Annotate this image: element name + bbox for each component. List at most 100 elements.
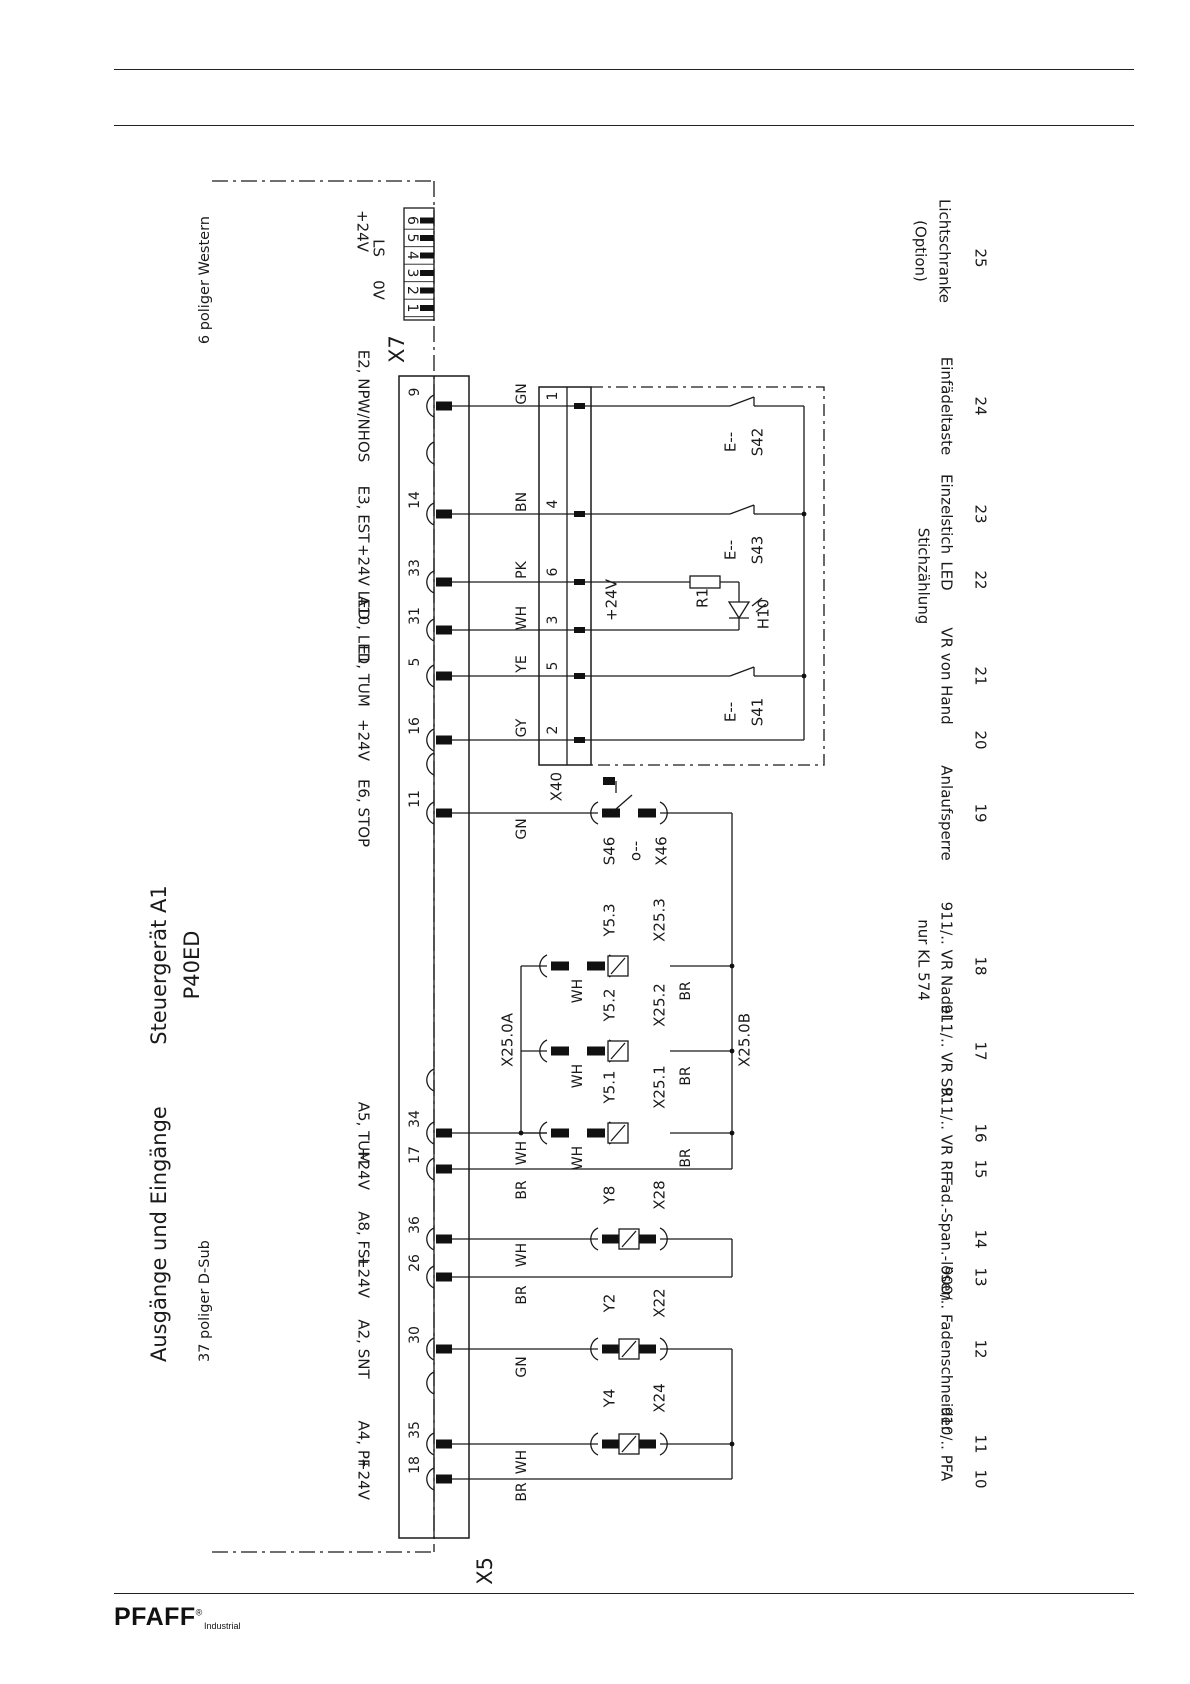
wire-color-label: BR xyxy=(514,1180,530,1200)
x5-terminal-cup xyxy=(426,728,435,752)
x5-pin-number: 14 xyxy=(407,491,423,509)
x5-terminal-cup xyxy=(426,618,435,642)
wire-color-label: WH xyxy=(570,1064,586,1088)
x5-terminal-pin xyxy=(436,1128,452,1138)
function-label: 911/.. VR Nadel xyxy=(938,902,956,1019)
wire-color-label: WH xyxy=(514,1450,530,1474)
x5-pin-number: 30 xyxy=(407,1326,423,1344)
connector-label: X22 xyxy=(651,1288,669,1317)
function-label: 911/.. VR RF xyxy=(938,1087,956,1180)
row-number: 22 xyxy=(972,570,990,589)
led-h10-triangle xyxy=(727,601,751,620)
wire-color-label: BR xyxy=(514,1285,530,1305)
x40-pin-contact xyxy=(574,627,585,633)
x7-function-label: Lichtschranke xyxy=(936,199,954,303)
x5-terminal-cup xyxy=(426,664,435,688)
rail-junction xyxy=(801,511,807,517)
x40-pin-contact xyxy=(574,579,585,585)
x25-0a-junction xyxy=(518,1130,524,1136)
wire-color-label: WH xyxy=(514,1243,530,1267)
valve-Y5.1-coil-diag xyxy=(610,1124,626,1142)
plug-X25.2-pin-l xyxy=(551,1046,569,1056)
x7-signal-label: 0V xyxy=(370,280,388,301)
connector-label: X24 xyxy=(651,1383,669,1412)
x5-signal-label: +24V xyxy=(355,719,373,762)
row-number: 21 xyxy=(972,666,990,685)
brand-sub-label: Industrial xyxy=(204,1621,241,1631)
x5-pin-number: 26 xyxy=(407,1254,423,1272)
brand-logo: PFAFF® xyxy=(114,1603,203,1631)
x40-pin-number: 6 xyxy=(545,567,561,576)
x5-pin-number: 11 xyxy=(407,790,423,808)
led-label: H10 xyxy=(755,599,773,629)
connector-label: X25.1 xyxy=(651,1065,669,1109)
row-number: 18 xyxy=(972,956,990,975)
x5-signal-label: +24V LED xyxy=(355,544,373,620)
function-label: 911/.. VR SR xyxy=(938,1004,956,1097)
wire-color-label: YE xyxy=(514,655,530,673)
wire-color-label: GN xyxy=(514,383,530,404)
x40-pin-contact xyxy=(574,403,585,409)
function-label: Einzelstich xyxy=(938,474,956,554)
x5-pin-number: 33 xyxy=(407,559,423,577)
x5-pin-number: 17 xyxy=(407,1146,423,1164)
valve-Y5.3-coil-diag xyxy=(610,957,626,975)
wire-color-label: WH xyxy=(570,1146,586,1170)
x40-pin-number: 3 xyxy=(545,616,561,625)
x5-signal-label: E6, STOP xyxy=(355,779,373,847)
switch-S41-blade xyxy=(729,666,755,677)
plug-X25.3-pin-r xyxy=(587,961,605,971)
x7-pin-contact xyxy=(420,235,434,241)
wire-color-label: BR xyxy=(678,981,694,1001)
x5-terminal-pin xyxy=(436,1164,452,1174)
x7-pin-contact xyxy=(420,287,434,294)
x5-signal-label: A5, TUM xyxy=(355,1102,373,1164)
row-number: 14 xyxy=(972,1229,990,1248)
return-junction xyxy=(729,1048,735,1054)
header-rule-top xyxy=(114,69,1134,70)
switch-code-label: E-- xyxy=(722,540,740,560)
x7-pin-number: 5 xyxy=(404,234,420,243)
valve-Y2-coil-diag xyxy=(621,1340,637,1358)
x5-empty-terminal xyxy=(426,1371,435,1395)
x40-pin-number: 5 xyxy=(545,662,561,671)
x5-terminal-cup xyxy=(426,502,435,526)
x7-pin-contact xyxy=(420,305,434,311)
resistor-r1 xyxy=(689,575,721,589)
connector-label: X25.2 xyxy=(651,983,669,1027)
wire-color-label: GN xyxy=(514,818,530,839)
io-title-label: Ausgänge und Eingänge xyxy=(147,1106,171,1362)
x5-empty-terminal xyxy=(426,1068,435,1092)
switch-name-label: S41 xyxy=(749,698,767,727)
x5-terminal-pin xyxy=(436,735,452,745)
row-number: 10 xyxy=(972,1469,990,1488)
x5-terminal-pin xyxy=(436,625,452,635)
x40-connector-label: X40 xyxy=(548,772,566,801)
function-label: Anlaufsperre xyxy=(938,765,956,860)
connector-label: X25.3 xyxy=(651,898,669,942)
plug-X25.2-pin-r xyxy=(587,1046,605,1056)
plug-x46-cup-l xyxy=(590,801,599,825)
x5-pin-number: 16 xyxy=(407,717,423,735)
valve-name-label: Y5.2 xyxy=(601,988,619,1022)
valve-name-label: Y5.1 xyxy=(601,1070,619,1104)
x5-connector-label: X5 xyxy=(473,1557,497,1585)
x7-function-label: (Option) xyxy=(912,220,930,282)
x40-pin-contact xyxy=(574,737,585,743)
row-number: 13 xyxy=(972,1267,990,1286)
plug-X22-cup-l xyxy=(590,1337,599,1361)
x5-terminal-cup xyxy=(426,1121,435,1145)
x5-pin-number: 31 xyxy=(407,607,423,625)
wire-color-label: BR xyxy=(678,1148,694,1168)
supply-24v-label: +24V xyxy=(603,578,621,621)
x7-pin-contact xyxy=(420,217,434,224)
wire-color-label: PK xyxy=(514,560,530,578)
valve-Y8-coil-diag xyxy=(621,1230,637,1248)
valve-Y5.2-coil-diag xyxy=(610,1042,626,1060)
x5-signal-label: +24V xyxy=(355,1148,373,1191)
footer-rule xyxy=(114,1593,1134,1594)
x5-terminal-pin xyxy=(436,1474,452,1484)
x5-terminal-pin xyxy=(436,1439,452,1449)
plug-X22-pin-r xyxy=(638,1344,656,1354)
x5-terminal-cup xyxy=(426,1157,435,1181)
